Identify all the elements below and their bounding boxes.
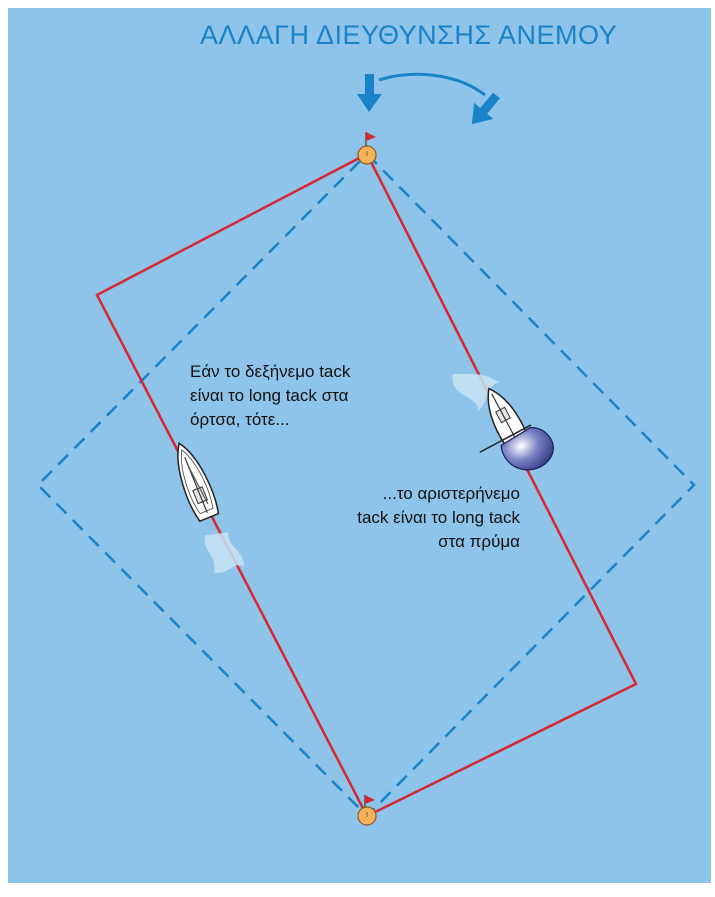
port-tack-note: ...το αριστερήνεμο tack είναι το long ta…	[357, 484, 520, 551]
bottom-mark-buoy-icon	[357, 795, 377, 826]
right-sailboat-icon	[452, 373, 554, 471]
curved-arrow-icon	[378, 72, 486, 97]
left-sailboat-icon	[177, 442, 245, 573]
diagram-title: ΑΛΛΑΓΗ ΔΙΕΥΘΥΝΣΗΣ ΑΝΕΜΟΥ	[200, 20, 618, 50]
shifted-wind-arrow-icon	[471, 92, 500, 125]
top-mark-buoy-icon	[357, 132, 377, 165]
starboard-tack-note: Εάν το δεξήνεμο tack είναι το long tack …	[190, 362, 351, 429]
wind-arrow-icon	[357, 74, 382, 112]
